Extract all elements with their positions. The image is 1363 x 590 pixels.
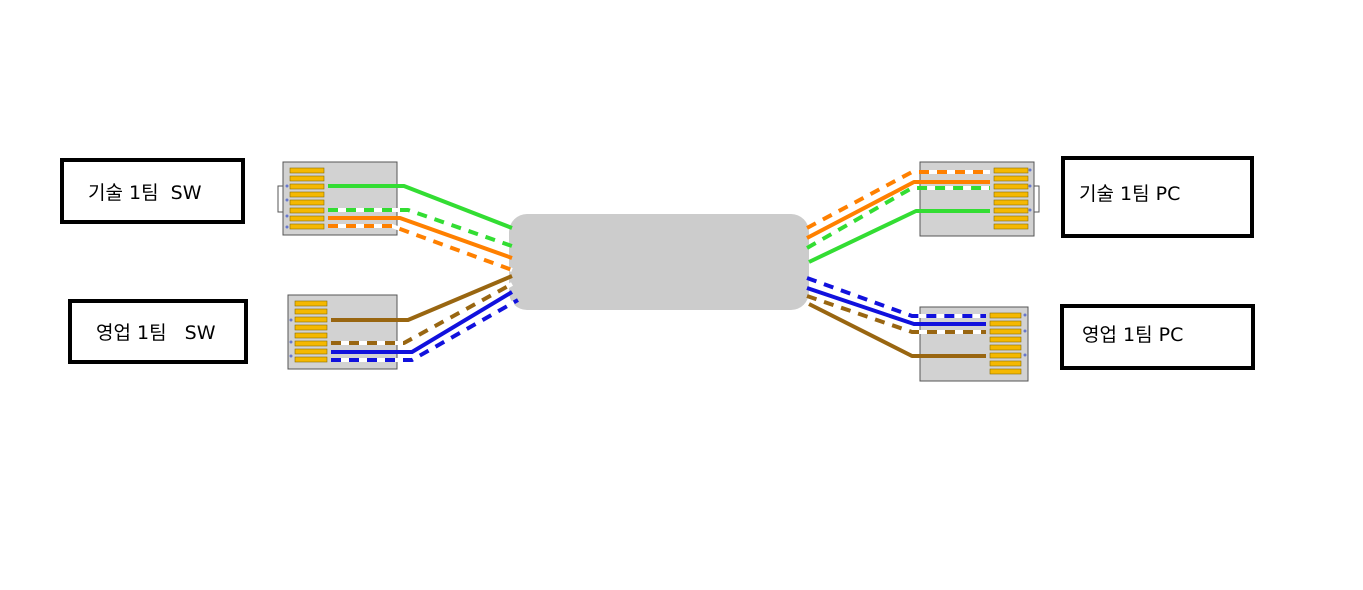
sales-team-switch-label: 영업 1팀 SW bbox=[68, 299, 248, 364]
wires-tech-switch bbox=[328, 184, 513, 272]
cable-bundle bbox=[509, 214, 809, 310]
pin-block-sales-switch bbox=[294, 300, 328, 363]
pin-block-tech-switch bbox=[289, 167, 325, 230]
wires-sales-pc bbox=[806, 276, 986, 358]
wires-tech-pc bbox=[806, 170, 990, 264]
connector-tech-pc bbox=[919, 161, 1040, 237]
tech-team-switch-label: 기술 1팀 SW bbox=[60, 158, 245, 224]
tech-team-pc-label: 기술 1팀 PC bbox=[1061, 156, 1254, 238]
connector-tech-switch bbox=[277, 161, 398, 236]
wire-brown-solid bbox=[331, 274, 513, 322]
wire-blue-solid-pc bbox=[806, 286, 986, 326]
sales-team-pc-text: 영업 1팀 PC bbox=[1082, 323, 1184, 346]
tech-team-pc-text: 기술 1팀 PC bbox=[1079, 182, 1181, 205]
connector-sales-switch bbox=[287, 294, 398, 370]
wire-blue-solid bbox=[331, 290, 514, 354]
wires-sales-switch bbox=[331, 274, 519, 362]
tech-team-switch-text: 기술 1팀 SW bbox=[88, 181, 202, 204]
connector-sales-pc bbox=[919, 306, 1029, 382]
wire-green-solid-pc bbox=[808, 209, 990, 264]
wire-green-solid bbox=[328, 184, 513, 230]
wire-orange-solid bbox=[328, 216, 513, 260]
pin-block-tech-pc bbox=[993, 167, 1029, 230]
pin-block-sales-pc bbox=[989, 312, 1022, 375]
sales-team-pc-label: 영업 1팀 PC bbox=[1060, 304, 1255, 370]
sales-team-switch-text: 영업 1팀 SW bbox=[96, 322, 216, 344]
wire-brown-solid-pc bbox=[808, 302, 986, 358]
wire-orange-solid-pc bbox=[806, 180, 990, 240]
